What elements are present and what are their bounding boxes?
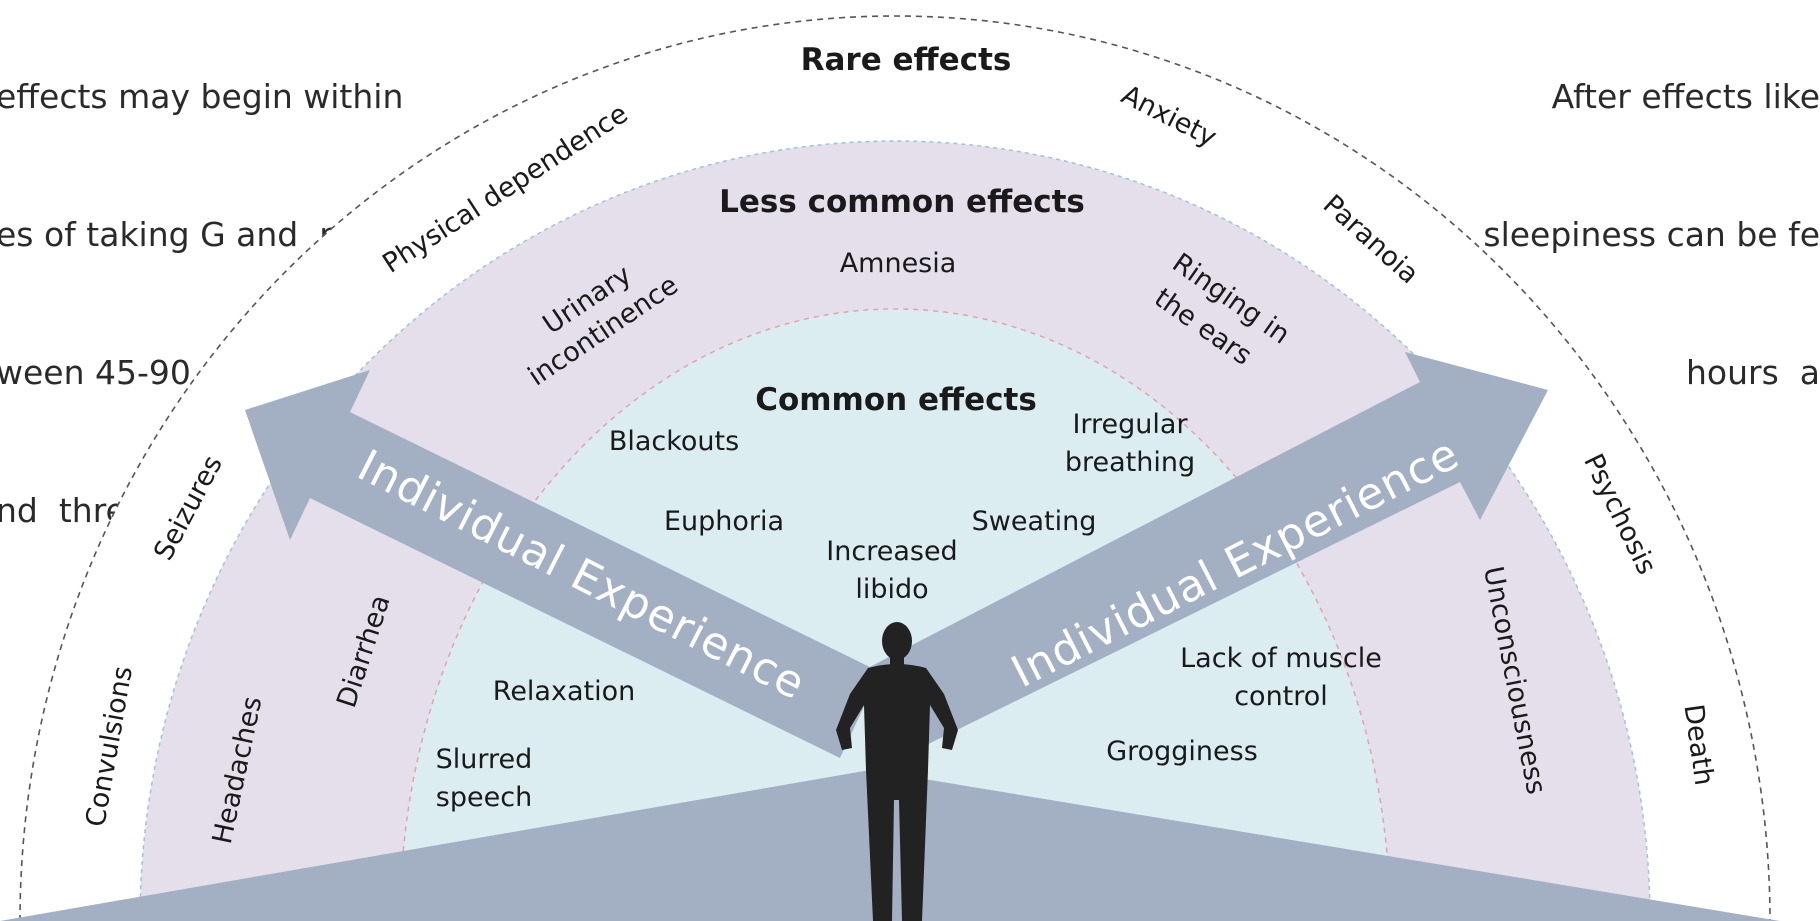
effects-diagram: Individual Experience Individual Experie…	[0, 15, 1780, 921]
label-grogginess: Grogginess	[1106, 736, 1258, 767]
label-relaxation: Relaxation	[493, 676, 635, 707]
label-increased-libido-1: Increased	[826, 536, 957, 567]
label-blackouts: Blackouts	[609, 426, 739, 457]
label-irregular-breathing-2: breathing	[1065, 447, 1195, 478]
rare-effects-header: Rare effects	[801, 42, 1012, 78]
less-common-effects-header: Less common effects	[719, 184, 1085, 220]
label-lack-muscle-control-2: control	[1234, 681, 1328, 712]
label-slurred-speech-1: Slurred	[436, 744, 533, 775]
right-body-text: After effects like sleepiness can be fe …	[1420, 0, 1820, 488]
label-lack-muscle-control-1: Lack of muscle	[1180, 643, 1382, 674]
label-increased-libido-2: libido	[855, 574, 928, 605]
label-sweating: Sweating	[972, 506, 1097, 537]
left-text-line: effects may begin within	[0, 77, 404, 116]
label-slurred-speech-2: speech	[436, 782, 532, 813]
diagram-canvas: effects may begin within es of taking G …	[0, 15, 1820, 921]
right-arrow	[860, 352, 1548, 758]
common-effects-zone	[399, 308, 1391, 921]
label-euphoria: Euphoria	[664, 506, 784, 537]
right-text-line: hours a	[1686, 353, 1820, 392]
label-amnesia: Amnesia	[840, 248, 957, 279]
right-text-line: After effects like	[1551, 77, 1820, 116]
person-silhouette	[836, 622, 958, 921]
common-effects-header: Common effects	[755, 382, 1037, 418]
right-text-line: sleepiness can be fe	[1483, 215, 1820, 254]
label-irregular-breathing-1: Irregular	[1072, 409, 1188, 440]
left-arrow	[245, 370, 880, 758]
